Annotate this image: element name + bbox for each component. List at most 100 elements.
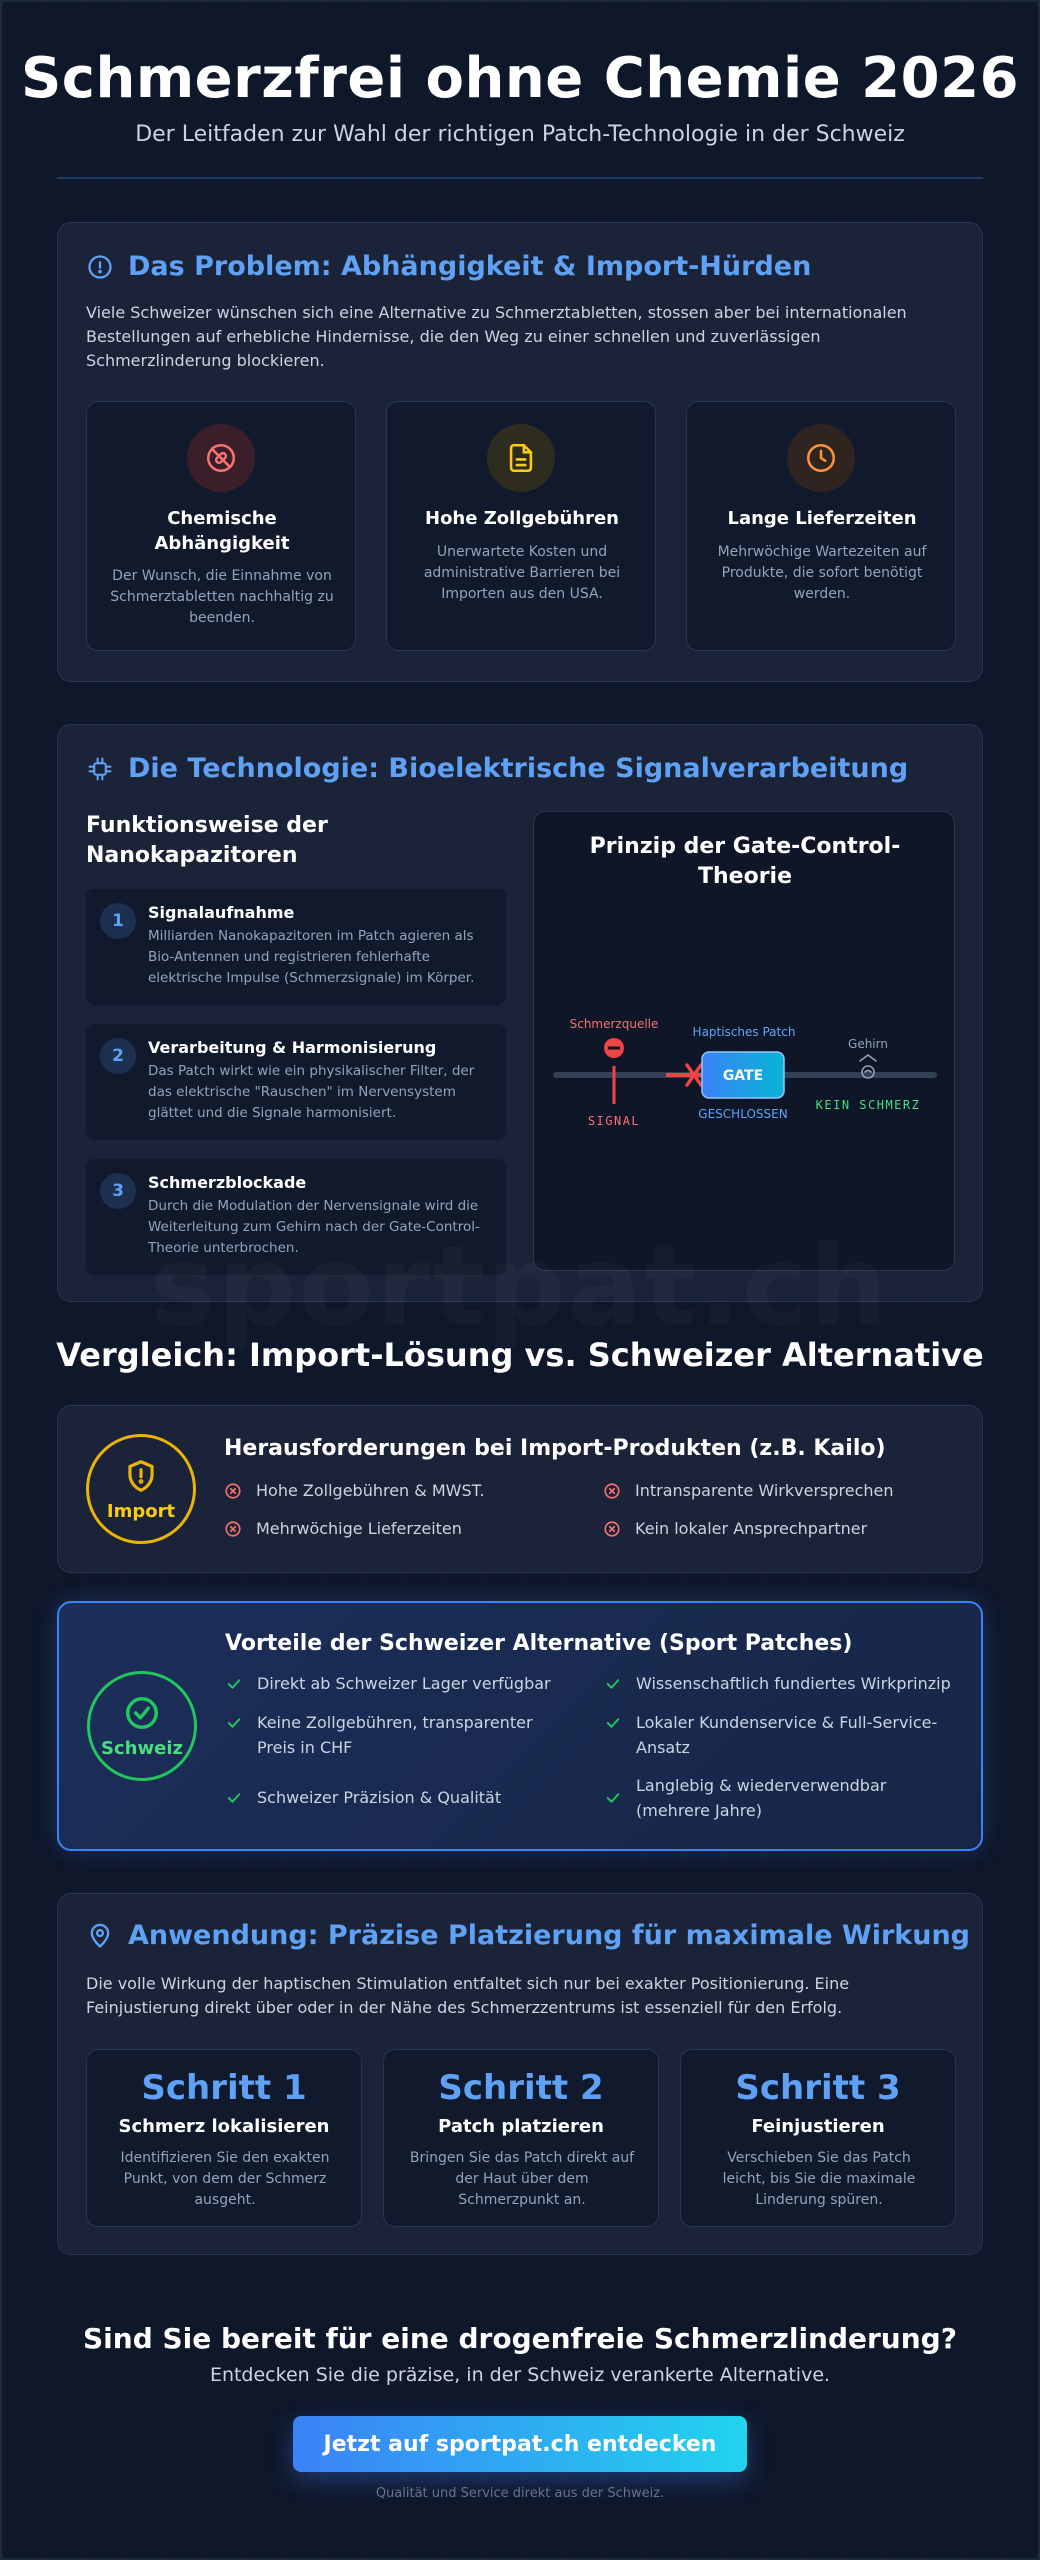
- import-item-text: Hohe Zollgebühren & MWST.: [256, 1481, 485, 1500]
- gate-control-diagram: Prinzip der Gate-Control-Theorie Schmerz…: [533, 811, 955, 1271]
- import-badge: Import: [86, 1434, 196, 1544]
- swiss-item-text: Direkt ab Schweizer Lager verfügbar: [257, 1674, 551, 1693]
- check-icon: [227, 1718, 241, 1728]
- problem-card-title: Lange Lieferzeiten: [727, 508, 917, 529]
- step-title: Signalaufnahme: [148, 903, 295, 922]
- import-item: Mehrwöchige Lieferzeiten: [224, 1516, 462, 1541]
- import-card: Import Herausforderungen bei Import-Prod…: [57, 1405, 983, 1573]
- swiss-item-text: Schweizer Präzision & Qualität: [257, 1788, 502, 1807]
- source-label: Schmerzquelle: [570, 1017, 659, 1031]
- check-icon: [606, 1679, 620, 1689]
- check-circle-icon: [126, 1696, 158, 1729]
- header-divider: [57, 177, 983, 179]
- problem-card-customs: Hohe Zollgebühren Unerwartete Kosten und…: [386, 401, 656, 651]
- swiss-badge: Schweiz: [87, 1671, 197, 1781]
- swiss-item: Direkt ab Schweizer Lager verfügbar: [225, 1671, 575, 1696]
- brain-icon: [859, 1054, 877, 1079]
- problem-section: Das Problem: Abhängigkeit & Import-Hürde…: [57, 222, 983, 682]
- no-pills-icon: [187, 424, 255, 492]
- shield-alert-icon: [128, 1459, 154, 1492]
- swiss-item: Keine Zollgebühren, transparenter Preis …: [225, 1710, 575, 1760]
- step-text: Verschieben Sie das Patch leicht, bis Si…: [722, 2150, 916, 2208]
- document-icon: [487, 424, 555, 492]
- application-intro: Die volle Wirkung der haptischen Stimula…: [86, 1974, 850, 2017]
- gate-label: GATE: [723, 1068, 763, 1084]
- step-title: Patch platzieren: [438, 2116, 604, 2137]
- comparison-title: Vergleich: Import-Lösung vs. Schweizer A…: [56, 1336, 984, 1374]
- step-text: Durch die Modulation der Nervensignale w…: [148, 1198, 480, 1256]
- step-label: Schritt 1: [141, 2068, 307, 2108]
- check-icon: [227, 1679, 241, 1689]
- map-pin-icon: [90, 1923, 110, 1948]
- step-text: Milliarden Nanokapazitoren im Patch agie…: [148, 928, 475, 986]
- cta-footnote: Qualität und Service direkt aus der Schw…: [375, 2486, 665, 2501]
- application-step-3: Schritt 3 Feinjustieren Verschieben Sie …: [680, 2049, 956, 2227]
- import-badge-label: Import: [106, 1500, 176, 1522]
- problem-card-title: Hohe Zollgebühren: [425, 508, 619, 529]
- tech-step-2: 2 Verarbeitung & Harmonisierung Das Patc…: [86, 1024, 506, 1140]
- check-icon: [606, 1793, 620, 1803]
- diagram-canvas: Schmerzquelle SIGNAL Haptisches Patch GA…: [553, 1017, 937, 1128]
- x-circle-icon: [225, 1521, 241, 1537]
- page-subtitle: Der Leitfaden zur Wahl der richtigen Pat…: [135, 122, 905, 147]
- problem-card-text: Unerwartete Kosten und administrative Ba…: [423, 544, 621, 602]
- signal-label: SIGNAL: [588, 1114, 640, 1128]
- watermark: sportpat.ch: [150, 1222, 890, 1350]
- patch-label: Haptisches Patch: [693, 1025, 796, 1039]
- x-circle-icon: [604, 1483, 620, 1499]
- page-title: Schmerzfrei ohne Chemie 2026: [20, 46, 1020, 111]
- import-item: Kein lokaler Ansprechpartner: [603, 1516, 867, 1541]
- gate-box: [701, 1051, 785, 1099]
- block-x-icon: [685, 1063, 703, 1087]
- import-item: Intransparente Wirkversprechen: [603, 1478, 894, 1503]
- application-step-1: Schritt 1 Schmerz lokalisieren Identifiz…: [86, 2049, 362, 2227]
- gate-state-label: GESCHLOSSEN: [698, 1107, 787, 1121]
- technology-left-title: Funktionsweise der Nanokapazitoren: [86, 813, 328, 868]
- step-title: Schmerz lokalisieren: [118, 2116, 330, 2137]
- technology-section: Die Technologie: Bioelektrische Signalve…: [57, 724, 983, 1302]
- swiss-item: Schweizer Präzision & Qualität: [225, 1785, 575, 1810]
- swiss-item-text: Wissenschaftlich fundiertes Wirkprinzip: [636, 1674, 951, 1693]
- step-number: 1: [100, 903, 136, 939]
- swiss-item-text: Lokaler Kundenservice & Full-Service-Ans…: [636, 1713, 938, 1757]
- swiss-heading: Vorteile der Schweizer Alternative (Spor…: [225, 1631, 853, 1656]
- technology-heading-text: Die Technologie: Bioelektrische Signalve…: [128, 753, 909, 784]
- swiss-item-text: Keine Zollgebühren, transparenter Preis …: [257, 1713, 533, 1757]
- x-circle-icon: [604, 1521, 620, 1537]
- swiss-badge-label: Schweiz: [101, 1737, 183, 1759]
- diagram-title: Prinzip der Gate-Control-Theorie: [589, 834, 901, 889]
- problem-card-text: Mehrwöchige Wartezeiten auf Produkte, di…: [717, 544, 927, 602]
- application-step-2: Schritt 2 Patch platzieren Bringen Sie d…: [383, 2049, 659, 2227]
- cta-button[interactable]: Jetzt auf sportpat.ch entdecken: [293, 2416, 747, 2472]
- application-heading: Anwendung: Präzise Platzierung für maxim…: [86, 1920, 970, 1951]
- cta-heading: Sind Sie bereit für eine drogenfreie Sch…: [83, 2322, 957, 2355]
- swiss-item: Lokaler Kundenservice & Full-Service-Ans…: [604, 1710, 964, 1760]
- problem-card-text: Der Wunsch, die Einnahme von Schmerztabl…: [110, 568, 334, 626]
- swiss-item: Wissenschaftlich fundiertes Wirkprinzip: [604, 1671, 964, 1696]
- problem-card-title: Chemische Abhängigkeit: [154, 508, 290, 554]
- problem-card-dependency: Chemische Abhängigkeit Der Wunsch, die E…: [86, 401, 356, 651]
- swiss-card: Schweiz Vorteile der Schweizer Alternati…: [57, 1601, 983, 1851]
- check-icon: [606, 1718, 620, 1728]
- step-title: Schmerzblockade: [148, 1173, 307, 1192]
- import-item-text: Intransparente Wirkversprechen: [635, 1481, 894, 1500]
- x-circle-icon: [225, 1483, 241, 1499]
- check-icon: [227, 1793, 241, 1803]
- brain-label: Gehirn: [848, 1037, 888, 1051]
- application-section: Anwendung: Präzise Platzierung für maxim…: [57, 1893, 983, 2255]
- swiss-item-text: Langlebig & wiederverwendbar (mehrere Ja…: [636, 1776, 887, 1820]
- application-heading-text: Anwendung: Präzise Platzierung für maxim…: [128, 1920, 971, 1951]
- cta-subheading: Entdecken Sie die präzise, in der Schwei…: [209, 2364, 831, 2386]
- result-label: KEIN SCHMERZ: [816, 1098, 921, 1112]
- problem-heading: Das Problem: Abhängigkeit & Import-Hürde…: [86, 251, 811, 282]
- import-heading: Herausforderungen bei Import-Produkten (…: [224, 1436, 886, 1461]
- step-number: 3: [100, 1173, 136, 1209]
- clock-icon: [787, 424, 855, 492]
- step-title: Verarbeitung & Harmonisierung: [148, 1038, 437, 1057]
- step-label: Schritt 3: [735, 2068, 901, 2108]
- chip-icon: [88, 756, 112, 781]
- step-label: Schritt 2: [438, 2068, 604, 2108]
- swiss-item: Langlebig & wiederverwendbar (mehrere Ja…: [604, 1773, 964, 1823]
- problem-card-delivery: Lange Lieferzeiten Mehrwöchige Wartezeit…: [686, 401, 956, 651]
- step-text: Das Patch wirkt wie ein physikalischer F…: [148, 1063, 475, 1121]
